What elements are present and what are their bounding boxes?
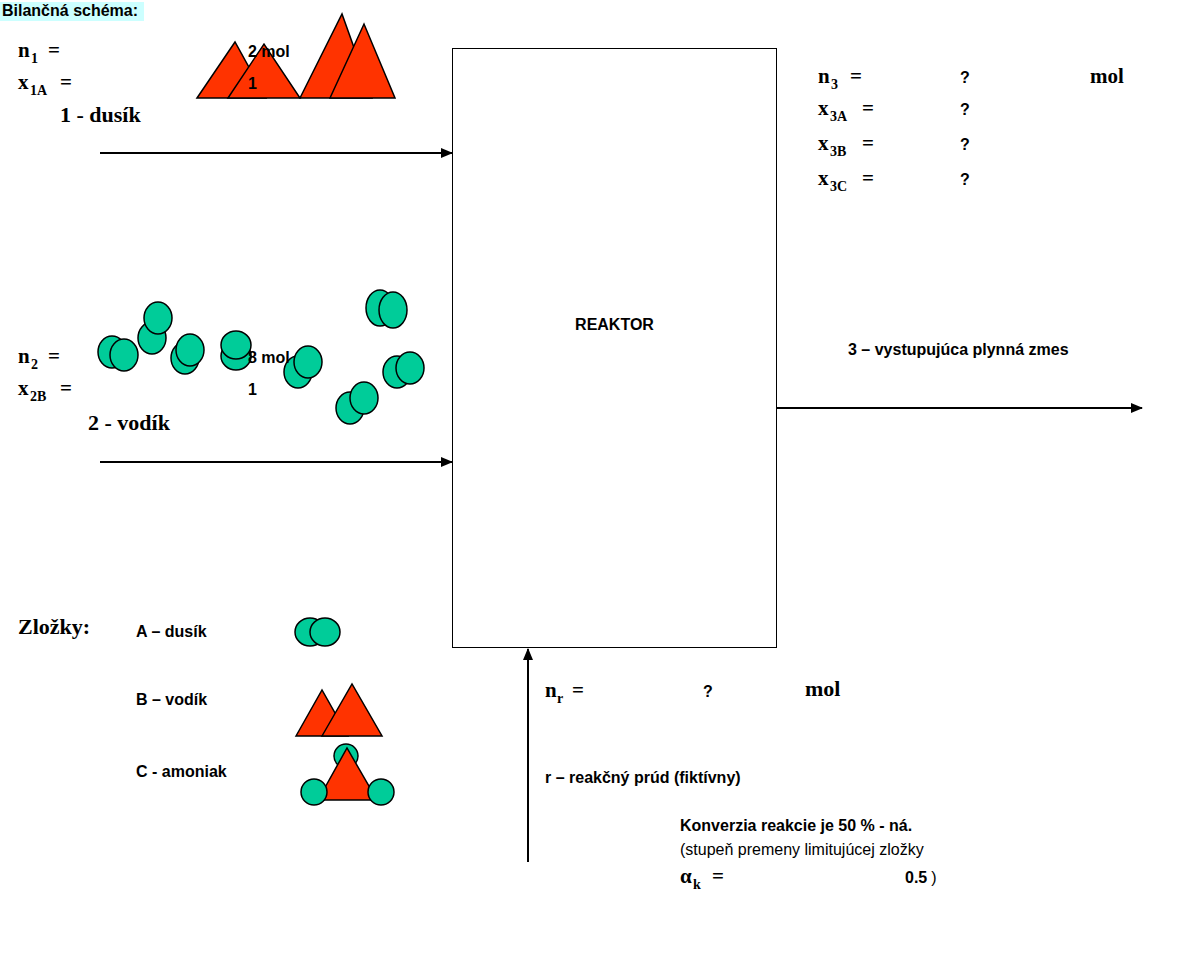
equals: = bbox=[862, 133, 874, 154]
subscript: 3 bbox=[831, 78, 838, 92]
unit: mol bbox=[1090, 66, 1124, 87]
equals: = bbox=[60, 72, 72, 93]
legend-text: A – dusík bbox=[136, 624, 207, 640]
equals: = bbox=[48, 346, 60, 367]
symbol: x bbox=[18, 378, 29, 399]
equals: = bbox=[862, 168, 874, 189]
symbol: x bbox=[818, 133, 829, 154]
value: 2 mol bbox=[248, 44, 290, 60]
equals: = bbox=[60, 378, 72, 399]
reactor-box: REAKTOR bbox=[452, 48, 777, 648]
value: 1 bbox=[248, 76, 257, 92]
value: ? bbox=[960, 102, 970, 118]
value: ? bbox=[960, 137, 970, 153]
symbol: x bbox=[18, 72, 29, 93]
subscript: r bbox=[557, 692, 563, 706]
symbol: α bbox=[680, 866, 692, 887]
value: ? bbox=[960, 172, 970, 188]
symbol: n bbox=[18, 346, 30, 367]
subscript: 2B bbox=[30, 390, 46, 404]
subscript: k bbox=[693, 878, 701, 892]
note: Konverzia reakcie je 50 % - ná. bbox=[680, 818, 912, 834]
equals: = bbox=[850, 66, 862, 87]
node-label: REAKTOR bbox=[453, 317, 776, 333]
legend-text: C - amoniak bbox=[136, 764, 227, 780]
symbol: n bbox=[18, 40, 30, 61]
equals: = bbox=[712, 866, 724, 887]
nitrogen-molecules bbox=[98, 290, 424, 424]
components-heading: Zložky: bbox=[18, 616, 90, 638]
subscript: 3C bbox=[830, 180, 847, 194]
symbol: n bbox=[545, 680, 557, 701]
value: 1 bbox=[248, 382, 257, 398]
note: (stupeň premeny limitujúcej zložky bbox=[680, 842, 924, 858]
stream-name: 1 - dusík bbox=[60, 104, 141, 126]
symbol: x bbox=[818, 98, 829, 119]
legend-text: B – vodík bbox=[136, 692, 207, 708]
symbol: n bbox=[818, 66, 830, 87]
value: 8 mol bbox=[248, 350, 290, 366]
value: ? bbox=[703, 684, 713, 700]
subscript: 3B bbox=[830, 145, 846, 159]
subscript: 2 bbox=[31, 358, 38, 372]
note: ) bbox=[931, 870, 936, 886]
unit: mol bbox=[805, 678, 840, 700]
value: ? bbox=[960, 70, 970, 86]
stream-name: r – reakčný prúd (fiktívny) bbox=[545, 770, 741, 786]
hydrogen-molecules bbox=[197, 14, 395, 98]
stream-name: 3 – vystupujúca plynná zmes bbox=[848, 342, 1069, 358]
subscript: 1A bbox=[30, 84, 47, 98]
symbol: x bbox=[818, 168, 829, 189]
equals: = bbox=[862, 98, 874, 119]
equals: = bbox=[572, 680, 584, 701]
diagram-title: Bilančná schéma: bbox=[0, 2, 144, 21]
equals: = bbox=[48, 40, 60, 61]
subscript: 3A bbox=[830, 110, 847, 124]
stream-name: 2 - vodík bbox=[88, 412, 170, 434]
value: 0.5 bbox=[905, 870, 927, 886]
subscript: 1 bbox=[31, 52, 38, 66]
legend-icons bbox=[295, 618, 394, 805]
